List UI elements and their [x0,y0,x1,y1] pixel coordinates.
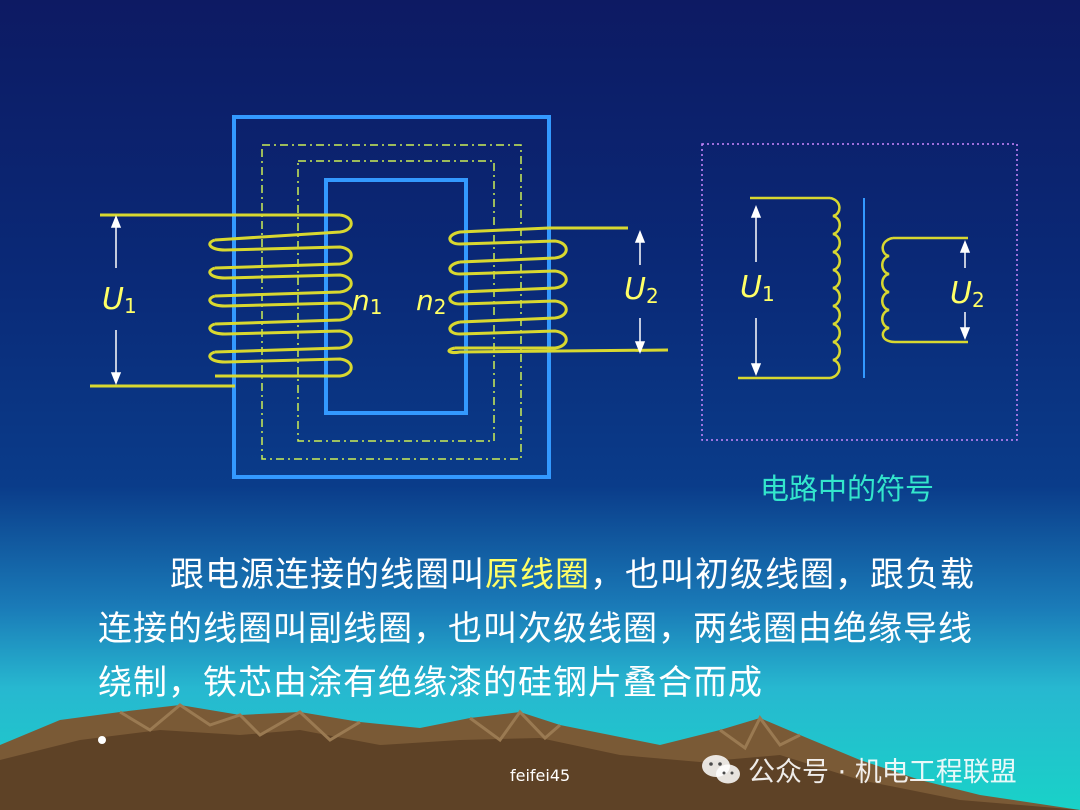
symbol-u1-arrow [750,204,762,377]
paragraph-text-1: 跟电源连接的线圈叫 [170,555,485,595]
transformer-symbol [738,196,968,380]
symbol-label-u2: U2 [950,276,985,312]
symbol-caption: 电路中的符号 [760,472,935,506]
label-n2: n2 [416,284,447,319]
symbol-label-u1: U1 [740,270,775,306]
core-window [324,178,468,415]
label-u2: U2 [624,272,659,308]
paragraph-highlight: 原线圈 [485,555,590,595]
wechat-icon [702,755,740,784]
flux-path-inner [297,160,495,442]
u2-arrow [634,229,646,355]
paragraph-text-2: ，也叫初级线圈，跟负载连接的线圈叫副线圈，也叫次级线圈，两线圈由绝缘导线绕制，铁… [98,555,975,703]
secondary-coil [447,226,669,354]
bullet-dot [98,736,106,744]
primary-coil [90,213,353,388]
label-u1: U1 [102,282,137,318]
u1-arrow [110,214,122,386]
description-paragraph: 跟电源连接的线圈叫原线圈，也叫初级线圈，跟负载连接的线圈叫副线圈，也叫次级线圈，… [98,548,998,710]
watermark-text: feifei45 [510,766,571,785]
core-outer-edge [232,115,551,479]
symbol-u2-arrow [959,239,971,341]
label-n1: n1 [352,284,383,319]
brand-text: 公众号 · 机电工程联盟 [748,757,1017,788]
